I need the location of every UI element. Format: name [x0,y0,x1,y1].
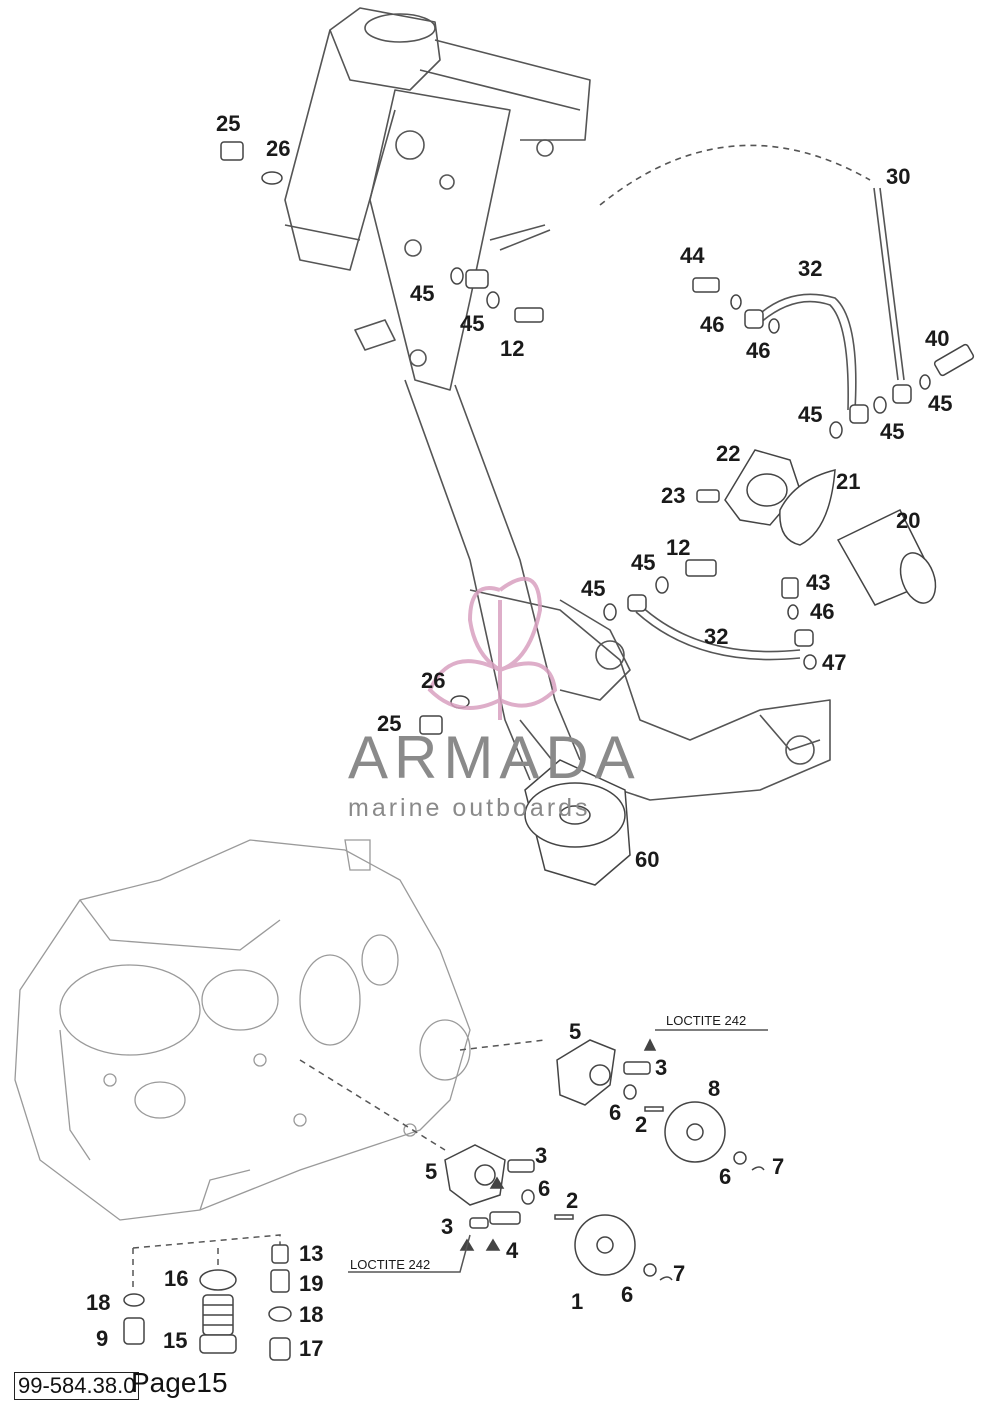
oil-pump-drawing [299,1029,768,1281]
callout-30: 30 [886,164,911,189]
callout-3-lower-a: 3 [535,1143,548,1168]
callout-9: 9 [96,1326,109,1351]
callout-6-lower-b: 6 [621,1282,634,1307]
callout-32-top: 32 [798,256,823,281]
engine-case-drawing [14,839,471,1221]
oil-lines [635,187,905,661]
callout-25-top: 25 [216,111,241,136]
callout-12-top: 12 [500,336,525,361]
callout-7-lower: 7 [673,1261,686,1286]
callout-3-upper: 3 [655,1055,668,1080]
callout-46-a: 46 [700,312,725,337]
watermark-tagline: marine outboards [348,794,591,822]
callout-60: 60 [635,847,660,872]
callout-26-top: 26 [266,136,291,161]
callout-4: 4 [506,1238,519,1263]
diagram-reference-code: 99-584.38.0 [14,1372,140,1401]
loctite-note-top: LOCTITE 242 [666,1013,747,1028]
callout-6-upper-b: 6 [719,1164,732,1189]
watermark-butterfly-logo [427,576,558,720]
callout-5-upper: 5 [569,1019,582,1044]
watermark-brand-name: ARMADA [348,724,641,791]
callout-2-lower: 2 [566,1188,579,1213]
callout-17: 17 [299,1336,324,1361]
callout-7-upper: 7 [772,1154,785,1179]
callout-21: 21 [836,469,861,494]
callout-44: 44 [680,243,705,268]
callout-45-right-b: 45 [798,402,823,427]
callout-12-mid: 12 [666,535,691,560]
callout-46-b: 46 [746,338,771,363]
callout-45-mid-b: 45 [581,576,606,601]
callout-47: 47 [822,650,847,675]
callout-5-lower: 5 [425,1159,438,1184]
loctite-note-bottom: LOCTITE 242 [350,1257,431,1272]
callout-13: 13 [299,1241,324,1266]
callout-3-lower-b: 3 [441,1214,454,1239]
callout-6-upper-a: 6 [609,1100,622,1125]
callout-18-left: 18 [86,1290,111,1315]
callout-23: 23 [661,483,686,508]
callout-25-mid: 25 [377,711,402,736]
fittings [220,141,975,886]
callout-19: 19 [299,1271,324,1296]
strainer-group-drawing [123,1234,292,1361]
callout-45-mid-a: 45 [631,550,656,575]
callout-45-right-a: 45 [928,391,953,416]
callout-18-right: 18 [299,1302,324,1327]
callout-8: 8 [708,1076,721,1101]
callout-15: 15 [163,1328,188,1353]
callout-1: 1 [571,1289,584,1314]
callout-43: 43 [806,570,831,595]
callout-22: 22 [716,441,741,466]
callout-45-left-b: 45 [460,311,485,336]
callout-45-right-c: 45 [880,419,905,444]
page-number: Page15 [131,1367,228,1398]
callout-2-upper: 2 [635,1112,648,1137]
callout-20: 20 [896,508,921,533]
callout-40: 40 [925,326,950,351]
callout-16: 16 [164,1266,189,1291]
callout-45-left-a: 45 [410,281,435,306]
frame-drawing [284,7,871,801]
callout-6-lower-a: 6 [538,1176,551,1201]
callout-26-mid: 26 [421,668,446,693]
callout-46-c: 46 [810,599,835,624]
callout-32-mid: 32 [704,624,729,649]
